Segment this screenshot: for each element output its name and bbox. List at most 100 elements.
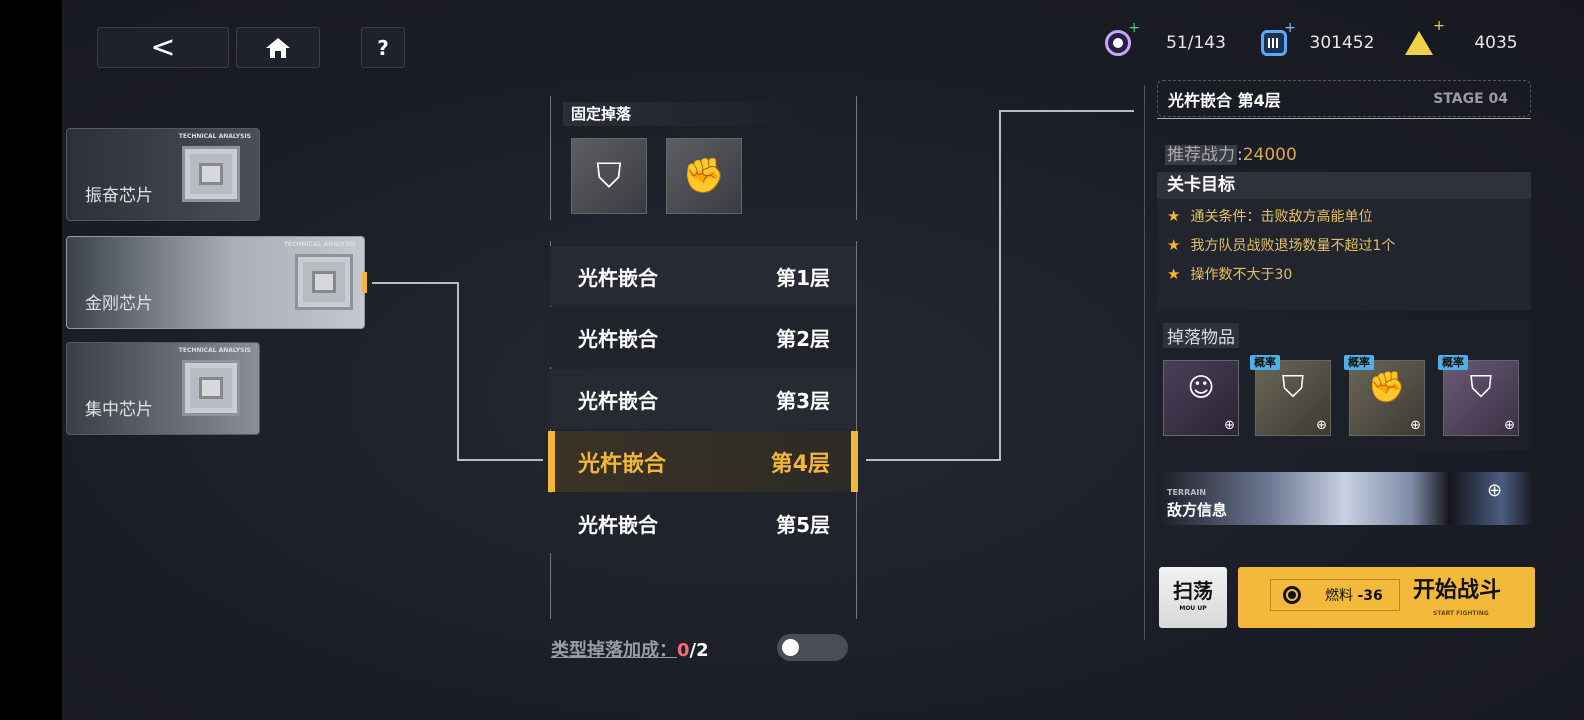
fixed-drops-panel: 固定掉落 ⛉ ✊ [550, 96, 857, 220]
drop-item-fist-part[interactable]: 概率✊ ⊕ [1344, 355, 1425, 436]
stage-floor: 第2层 [776, 326, 830, 351]
bonus-current: 0 [677, 640, 690, 661]
claw-part-icon: ⛉ [1281, 370, 1305, 405]
zoom-icon: ⊕ [1504, 418, 1515, 433]
add-energy-icon[interactable]: + [1128, 20, 1140, 36]
stage-code: STAGE 04 [1433, 90, 1508, 107]
selected-bar-left [548, 431, 555, 492]
enemy-tag: TERRAIN [1167, 488, 1207, 497]
chip-card-jingang-selected[interactable]: TECHNICAL ANALYSIS 金刚芯片 [66, 236, 365, 329]
chip-card-zhenfen[interactable]: TECHNICAL ANALYSIS 振奋芯片 [66, 128, 260, 221]
connector-line [372, 282, 458, 284]
connector-line [999, 110, 1001, 461]
sweep-label: 扫荡 [1173, 579, 1213, 603]
drop-item-claw-part[interactable]: 概率⛉ ⊕ [1250, 355, 1331, 436]
card-tag: TECHNICAL ANALYSIS [178, 347, 251, 354]
connector-line [999, 110, 1134, 112]
enemy-info-banner[interactable]: TERRAIN 敌方信息 ⊕ [1157, 472, 1532, 525]
stage-name: 光杵嵌合 [578, 326, 658, 351]
chip-icon [182, 360, 240, 416]
power-label: 推荐战力 [1165, 145, 1237, 165]
objectives-panel: 关卡目标 ★通关条件：击败敌方高能单位 ★我方队员战败退场数量不超过1个 ★操作… [1157, 172, 1531, 310]
bonus-total: /2 [689, 640, 709, 661]
stage-name: 光杵嵌合 [578, 512, 658, 537]
sweep-sub: MOU UP [1179, 605, 1207, 612]
probability-badge: 概率 [1344, 355, 1374, 370]
card-tag: TECHNICAL ANALYSIS [283, 241, 356, 248]
star-icon: ★ [1167, 206, 1181, 225]
energy-value: 51/143 [1166, 33, 1226, 53]
objective-item: ★ 通关条件：击败敌方高能单位 [1167, 201, 1521, 230]
connector-line [457, 282, 459, 461]
zoom-icon: ⊕ [1316, 418, 1327, 433]
currency-bar: + 51/143 + 301452 + 4035 [1105, 19, 1541, 56]
zoom-icon: ⊕ [1224, 418, 1235, 433]
zoom-icon: ⊕ [1487, 480, 1503, 501]
start-battle-button[interactable]: 燃料 -36 开始战斗 START FIGHTING [1238, 567, 1535, 628]
objective-text: 通关条件：击败敌方高能单位 [1190, 208, 1373, 225]
add-token-icon[interactable]: + [1433, 18, 1445, 34]
home-icon [266, 37, 290, 58]
stage-row-5[interactable]: 光杵嵌合 第5层 [550, 493, 856, 553]
credit-value: 301452 [1309, 33, 1375, 53]
header-underline [1157, 118, 1531, 119]
star-icon: ★ [1167, 235, 1181, 254]
drop-item-weapon-part[interactable]: ⛉ [571, 138, 647, 214]
stage-row-1[interactable]: 光杵嵌合 第1层 [550, 246, 856, 306]
energy-icon[interactable]: + [1105, 21, 1140, 56]
start-label: 开始战斗 [1413, 578, 1502, 603]
drop-item-claw-part-purple[interactable]: 概率⛉⊕ [1438, 355, 1519, 436]
fist-icon: ✊ [682, 156, 726, 196]
card-label: 集中芯片 [85, 400, 153, 420]
enemy-label: 敌方信息 [1167, 501, 1228, 519]
stage-floor: 第3层 [776, 388, 830, 413]
emblem-icon: ☺ [1187, 373, 1215, 403]
power-sep: : [1237, 145, 1243, 165]
connector-line [866, 459, 1001, 461]
drop-item-emblem[interactable]: ☺⊕ [1163, 360, 1239, 436]
toggle-knob [782, 639, 799, 656]
detail-divider [1144, 85, 1145, 640]
chip-icon [295, 254, 353, 310]
selected-bar-right [851, 431, 858, 492]
stage-row-3[interactable]: 光杵嵌合第3层 [550, 369, 856, 429]
help-button[interactable]: ? [361, 27, 405, 68]
stage-floor: 第4层 [770, 451, 830, 477]
fixed-drops-title: 固定掉落 [563, 102, 803, 126]
objective-item: ★ 我方队员战败退场数量不超过1个 [1167, 230, 1521, 259]
fuel-value: -36 [1357, 588, 1383, 604]
star-icon: ★ [1167, 264, 1181, 283]
card-label: 振奋芯片 [85, 186, 153, 206]
stage-header: 光杵嵌合 第4层 STAGE 04 [1157, 80, 1531, 117]
barcode-mark [1268, 38, 1280, 48]
zoom-icon: ⊕ [1410, 418, 1421, 433]
stage-row-4-selected[interactable]: 光杵嵌合第4层 [550, 431, 856, 492]
objective-text: 我方队员战败退场数量不超过1个 [1190, 237, 1396, 254]
fuel-icon [1283, 586, 1301, 604]
stage-floor: 第1层 [776, 265, 830, 290]
triangle-token-icon[interactable]: + [1405, 19, 1445, 55]
drop-item-fist-part[interactable]: ✊ [666, 138, 742, 214]
back-button[interactable]: < [97, 27, 229, 68]
stage-list-frame [550, 241, 857, 619]
credit-icon[interactable]: + [1261, 21, 1296, 56]
fist-icon: ✊ [1368, 370, 1406, 405]
add-credit-icon[interactable]: + [1284, 20, 1296, 36]
home-button[interactable] [236, 27, 320, 68]
sweep-button[interactable]: 扫荡 MOU UP [1159, 567, 1227, 628]
probability-badge: 概率 [1250, 355, 1280, 370]
chip-card-jizhong[interactable]: TECHNICAL ANALYSIS 集中芯片 [66, 342, 260, 435]
type-drop-bonus: 类型掉落加成：0/2 [551, 636, 709, 662]
objectives-title: 关卡目标 [1157, 172, 1531, 199]
chip-icon [182, 146, 240, 202]
drops-title: 掉落物品 [1163, 323, 1239, 348]
bonus-toggle[interactable] [777, 634, 848, 661]
stage-floor: 第5层 [776, 512, 830, 537]
card-label: 金刚芯片 [85, 294, 153, 314]
power-value: 24000 [1242, 145, 1297, 165]
stage-row-2[interactable]: 光杵嵌合 第2层 [550, 307, 856, 367]
token-value: 4035 [1474, 33, 1518, 53]
stage-name: 光杵嵌合 [578, 265, 658, 290]
claw-part-icon: ⛉ [596, 156, 622, 196]
left-black-strip [0, 0, 62, 720]
